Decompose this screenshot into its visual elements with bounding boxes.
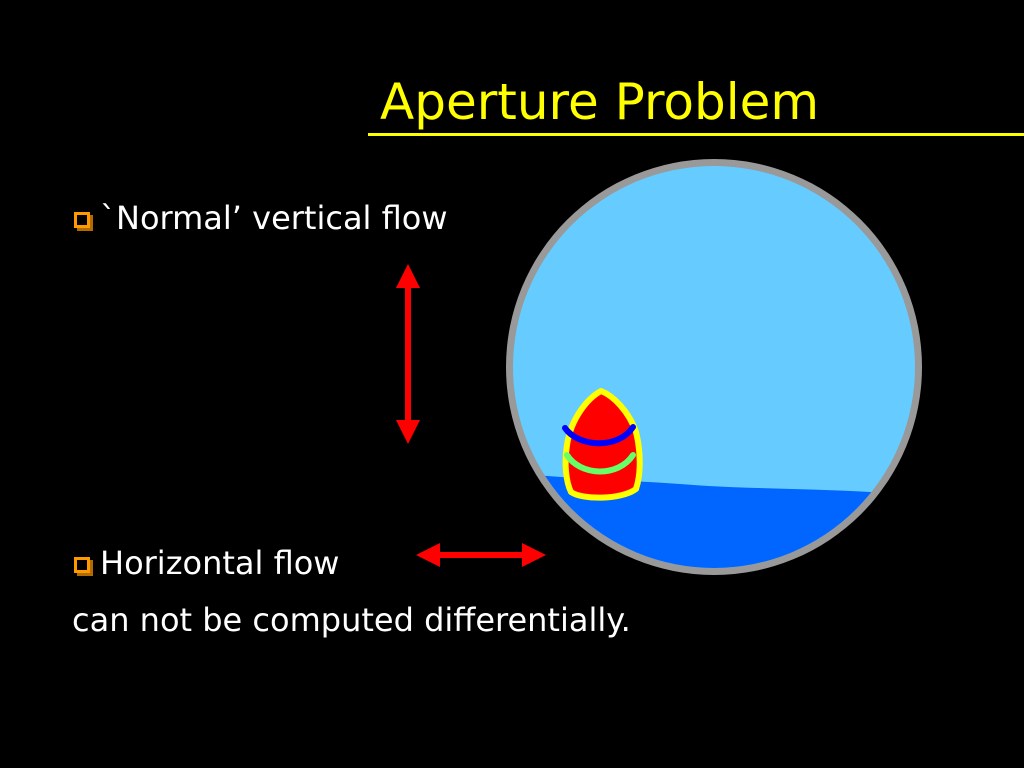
bullet-text-vertical-flow: `Normal’ vertical flow <box>100 199 448 237</box>
buoy <box>562 388 643 501</box>
title-underline <box>368 133 1024 136</box>
buoy-bottom-band <box>564 452 636 475</box>
slide-title: Aperture Problem <box>380 73 820 131</box>
water-area <box>513 472 915 568</box>
checkbox-bullet-icon <box>74 212 90 228</box>
buoy-top-band <box>562 424 636 447</box>
bullet-text-horizontal-flow: Horizontal flow <box>100 544 340 582</box>
continuation-text: can not be computed differentially. <box>72 601 631 639</box>
bullet-item-vertical-flow: `Normal’ vertical flow <box>74 198 448 238</box>
aperture-window <box>506 159 922 575</box>
bullet-item-horizontal-flow: Horizontal flow <box>74 543 339 583</box>
checkbox-bullet-icon <box>74 557 90 573</box>
